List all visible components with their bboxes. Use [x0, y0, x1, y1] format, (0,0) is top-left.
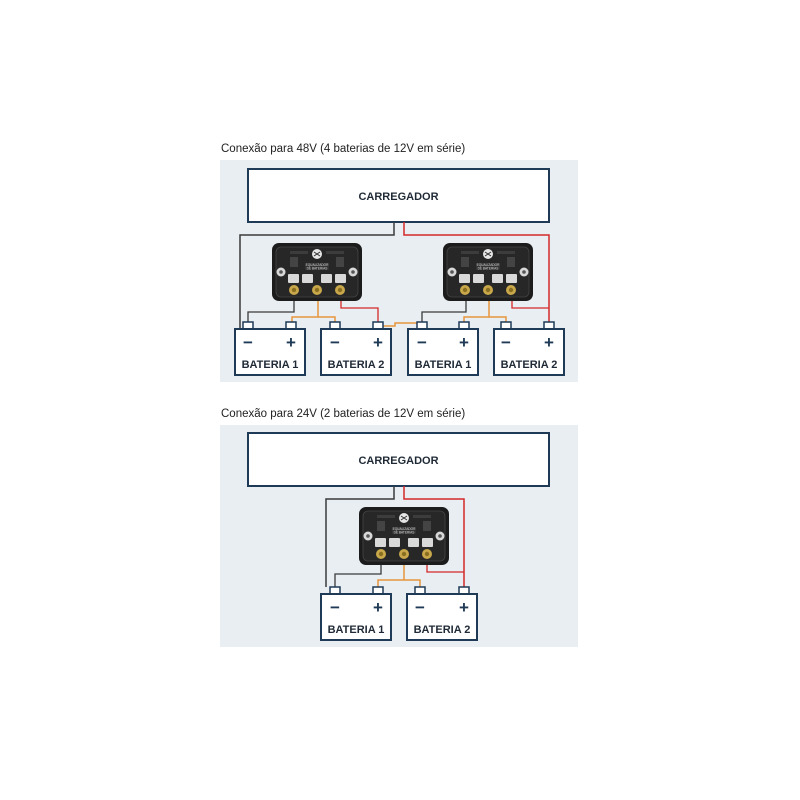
- svg-text:−: −: [417, 333, 427, 352]
- wire-series-link: [380, 322, 420, 327]
- svg-text:BATERIA 1: BATERIA 1: [328, 624, 385, 636]
- svg-text:−: −: [501, 333, 511, 352]
- charger-label-48v: CARREGADOR: [358, 191, 438, 203]
- battery-1-48v: − + BATERIA 1: [234, 321, 306, 376]
- wire-charger-negative-24v: [325, 486, 395, 587]
- wire-module2-c: [489, 316, 507, 322]
- svg-text:BATERIA 1: BATERIA 1: [242, 359, 299, 371]
- svg-text:BATERIA 2: BATERIA 2: [501, 359, 558, 371]
- svg-text:+: +: [286, 333, 296, 352]
- svg-text:+: +: [373, 598, 383, 617]
- battery-2-48v: − + BATERIA 2: [320, 321, 392, 376]
- equalizer-module-icon: [271, 242, 363, 302]
- battery-2-24v: − + BATERIA 2: [406, 586, 478, 641]
- wire-module3-d: [426, 562, 464, 573]
- wire-module3-a: [334, 562, 382, 587]
- wire-module1-d: [340, 298, 379, 322]
- svg-text:+: +: [459, 333, 469, 352]
- caption-24v: Conexão para 24V (2 baterias de 12V em s…: [221, 408, 466, 420]
- svg-text:BATERIA 1: BATERIA 1: [415, 359, 472, 371]
- equalizer-module-icon: [442, 242, 534, 302]
- wire-charger-negative-48v: [239, 222, 395, 332]
- charger-box-24v: [247, 432, 550, 487]
- wire-module2-a: [421, 298, 467, 322]
- wire-module1-a: [247, 298, 295, 322]
- wire-module1-b: [291, 298, 319, 322]
- wire-charger-positive-24v: [403, 486, 465, 587]
- svg-text:BATERIA 2: BATERIA 2: [414, 624, 471, 636]
- svg-text:−: −: [330, 333, 340, 352]
- wire-module3-c: [404, 579, 421, 587]
- charger-box-48v: [247, 168, 550, 223]
- battery-4-48v: − + BATERIA 2: [493, 321, 565, 376]
- battery-1-24v: − + BATERIA 1: [320, 586, 392, 641]
- battery-3-48v: − + BATERIA 1: [407, 321, 479, 376]
- wire-charger-positive-48v: [403, 222, 550, 332]
- wire-module1-c: [318, 316, 336, 322]
- svg-text:BATERIA 2: BATERIA 2: [328, 359, 385, 371]
- caption-48v: Conexão para 48V (4 baterias de 12V em s…: [221, 143, 466, 155]
- svg-text:+: +: [373, 333, 383, 352]
- wire-module2-b: [463, 298, 490, 322]
- charger-label-24v: CARREGADOR: [358, 455, 438, 467]
- svg-text:−: −: [243, 333, 253, 352]
- wire-module2-d: [511, 298, 549, 309]
- svg-text:+: +: [544, 333, 554, 352]
- wire-module3-b: [377, 562, 405, 587]
- svg-text:−: −: [330, 598, 340, 617]
- equalizer-module-icon: [358, 506, 450, 566]
- svg-text:+: +: [459, 598, 469, 617]
- svg-text:−: −: [415, 598, 425, 617]
